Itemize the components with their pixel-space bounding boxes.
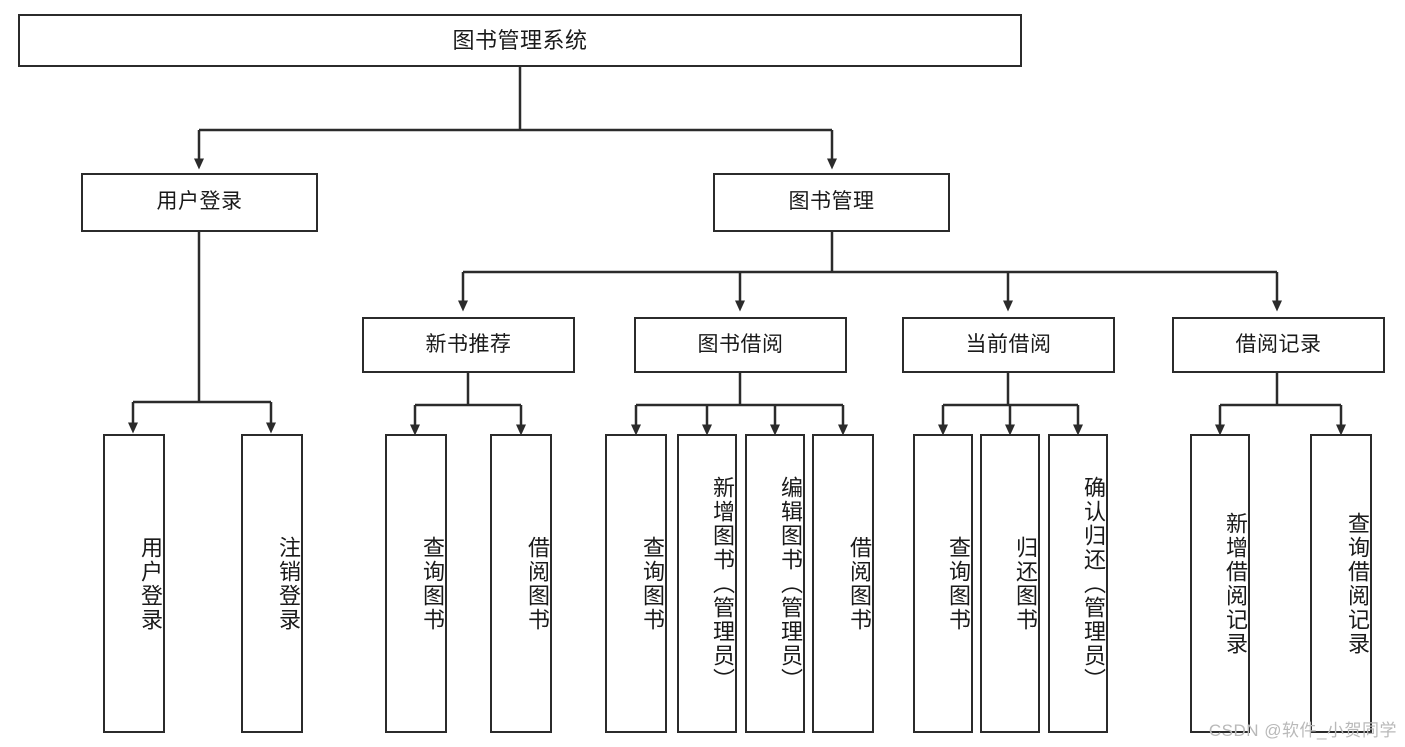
leaf-return-book[interactable]: 归还图书 [980, 434, 1040, 733]
leaf-confirm-return[interactable]: 确认归还（管理员） [1048, 434, 1108, 733]
node-book-manage-label: 图书管理 [788, 190, 875, 214]
node-user-login[interactable]: 用户登录 [81, 173, 318, 232]
leaf-query-record-label: 查询借阅记录 [1345, 511, 1370, 656]
leaf-confirm-return-label: 确认归还（管理员） [1081, 475, 1106, 692]
node-book-borrow-label: 图书借阅 [697, 332, 784, 356]
node-borrow-record[interactable]: 借阅记录 [1172, 317, 1385, 373]
leaf-borrow-book-1[interactable]: 借阅图书 [490, 434, 552, 733]
node-new-book-recommend-label: 新书推荐 [425, 332, 512, 356]
leaf-query-book-1[interactable]: 查询图书 [385, 434, 447, 733]
node-book-borrow[interactable]: 图书借阅 [634, 317, 847, 373]
node-borrow-record-label: 借阅记录 [1235, 332, 1322, 356]
leaf-user-login[interactable]: 用户登录 [103, 434, 165, 733]
leaf-borrow-book-2-label: 借阅图书 [847, 535, 872, 632]
leaf-add-book-label: 新增图书（管理员） [710, 475, 735, 692]
node-book-manage[interactable]: 图书管理 [713, 173, 950, 232]
leaf-add-book[interactable]: 新增图书（管理员） [677, 434, 737, 733]
leaf-borrow-book-1-label: 借阅图书 [525, 535, 550, 632]
leaf-user-login-label: 用户登录 [138, 535, 163, 632]
watermark: CSDN @软件_小贺同学 [1208, 721, 1397, 740]
node-current-borrow[interactable]: 当前借阅 [902, 317, 1115, 373]
leaf-borrow-book-2[interactable]: 借阅图书 [812, 434, 874, 733]
leaf-edit-book[interactable]: 编辑图书（管理员） [745, 434, 805, 733]
leaf-user-logout[interactable]: 注销登录 [241, 434, 303, 733]
leaf-query-book-3[interactable]: 查询图书 [913, 434, 973, 733]
leaf-query-book-2-label: 查询图书 [640, 535, 665, 632]
leaf-add-record[interactable]: 新增借阅记录 [1190, 434, 1250, 733]
leaf-query-book-2[interactable]: 查询图书 [605, 434, 667, 733]
leaf-query-record[interactable]: 查询借阅记录 [1310, 434, 1372, 733]
node-current-borrow-label: 当前借阅 [965, 332, 1052, 356]
leaf-add-record-label: 新增借阅记录 [1223, 511, 1248, 656]
leaf-user-logout-label: 注销登录 [276, 535, 301, 632]
leaf-query-book-1-label: 查询图书 [420, 535, 445, 632]
node-user-login-label: 用户登录 [156, 190, 243, 214]
node-root[interactable]: 图书管理系统 [18, 14, 1022, 67]
leaf-edit-book-label: 编辑图书（管理员） [778, 475, 803, 692]
node-new-book-recommend[interactable]: 新书推荐 [362, 317, 575, 373]
node-root-label: 图书管理系统 [452, 27, 588, 53]
leaf-return-book-label: 归还图书 [1013, 535, 1038, 632]
leaf-query-book-3-label: 查询图书 [946, 535, 971, 632]
